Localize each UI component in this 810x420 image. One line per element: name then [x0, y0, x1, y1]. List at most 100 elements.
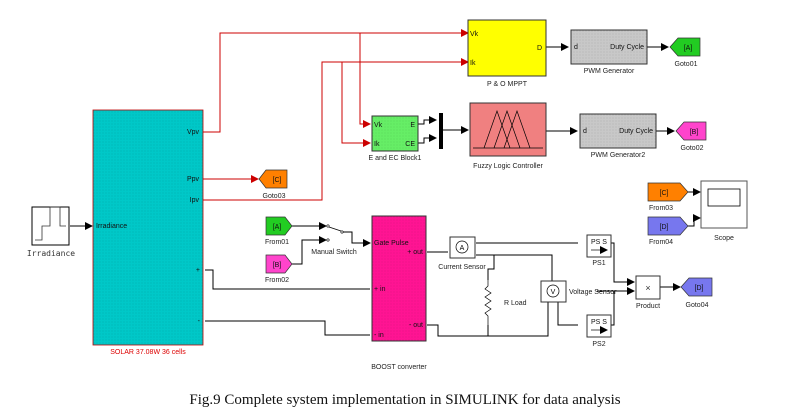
- goto01-block[interactable]: [A] Goto01: [669, 37, 701, 68]
- wire-ipv-mppt[interactable]: [203, 58, 469, 201]
- solar-label: SOLAR 37.08W 36 cells: [110, 349, 186, 356]
- ps1-label: PS1: [592, 260, 605, 267]
- boost-port-gate: Gate Pulse: [374, 240, 409, 247]
- switch-lever-icon: [328, 226, 342, 232]
- scope-screen-icon: [707, 188, 741, 207]
- ps2-block[interactable]: PS S PS2: [586, 314, 612, 348]
- voltage-sensor-block[interactable]: V Voltage Sensor: [540, 280, 617, 303]
- boost-port-plus-in: + in: [374, 286, 386, 293]
- wire-vs-ps2[interactable]: [557, 300, 578, 326]
- wire-ps1-product[interactable]: [611, 242, 635, 286]
- ps2-label: PS2: [592, 341, 605, 348]
- eec-port-vk: Vk: [374, 122, 383, 129]
- wire-vpv-eec[interactable]: [359, 33, 371, 128]
- current-sensor-block[interactable]: A Current Sensor: [438, 236, 486, 271]
- goto01-label: Goto01: [675, 61, 698, 68]
- pwm2-port-d: d: [583, 128, 587, 135]
- product-block[interactable]: × Product: [635, 275, 661, 310]
- wire-switch-boost[interactable]: [343, 231, 371, 247]
- scope-label: Scope: [714, 235, 734, 242]
- mppt-port-ik: Ik: [470, 60, 476, 67]
- pwm-generator-block[interactable]: d Duty Cycle PWM Generator: [570, 29, 648, 75]
- wire-ps2-product[interactable]: [611, 291, 615, 326]
- mppt-label: P & O MPPT: [487, 81, 528, 88]
- pwm-generator2-block[interactable]: d Duty Cycle PWM Generator2: [579, 113, 657, 159]
- voltage-sensor-label: Voltage Sensor: [569, 289, 617, 296]
- solar-block[interactable]: Irradiance Vpv Ppv Ipv + - SOLAR 37.08W …: [92, 109, 204, 356]
- ps2-text: PS S: [591, 319, 607, 326]
- current-sensor-label: Current Sensor: [438, 264, 486, 271]
- pwm2-port-duty: Duty Cycle: [619, 128, 653, 135]
- from02-block[interactable]: [B] From02: [265, 254, 293, 284]
- step-signal-icon: [35, 206, 66, 241]
- membership-functions-icon: [473, 109, 543, 149]
- figure-caption: Fig.9 Complete system implementation in …: [189, 392, 621, 408]
- goto02-block[interactable]: [B] Goto02: [675, 121, 707, 152]
- scope-block[interactable]: Scope: [700, 180, 748, 242]
- wire-from02-switch[interactable]: [292, 236, 327, 265]
- ammeter-icon: A: [460, 245, 465, 252]
- mppt-block[interactable]: Vk Ik D P & O MPPT: [467, 19, 547, 88]
- boost-port-minus-in: - in: [374, 332, 384, 339]
- pwm1-port-duty: Duty Cycle: [610, 44, 644, 51]
- wire-solar-minus-boost[interactable]: [205, 320, 370, 336]
- ps1-text: PS S: [591, 239, 607, 246]
- wire-ipv-eec[interactable]: [341, 62, 371, 147]
- boost-converter-block[interactable]: Gate Pulse + in - in + out - out BOOST c…: [371, 215, 427, 371]
- wire-vpv-mppt[interactable]: [203, 29, 469, 133]
- boost-port-minus-out: - out: [409, 322, 423, 329]
- fuzzy-label: Fuzzy Logic Controller: [473, 163, 543, 170]
- irradiance-label: Irradiance: [27, 249, 75, 258]
- signal-wires: [203, 29, 469, 201]
- from04-block[interactable]: [D] From04: [647, 216, 689, 246]
- solar-port-irradiance: Irradiance: [96, 223, 127, 230]
- manual-switch-block[interactable]: Manual Switch: [311, 224, 357, 256]
- goto04-block[interactable]: [D] Goto04: [680, 277, 713, 309]
- goto03-label: Goto03: [263, 193, 286, 200]
- goto04-label: Goto04: [686, 302, 709, 309]
- boost-label: BOOST converter: [371, 364, 427, 371]
- from01-tag: [A]: [273, 224, 282, 231]
- eec-port-e: E: [410, 122, 415, 129]
- wire-eec-e-mux[interactable]: [418, 116, 437, 125]
- resistor-icon: [484, 280, 492, 325]
- solar-port-ipv: Ipv: [190, 197, 200, 204]
- from04-label: From04: [649, 239, 673, 246]
- wire-current-rload[interactable]: [487, 255, 495, 280]
- wire-from04-scope[interactable]: [688, 214, 701, 227]
- mux-block[interactable]: [439, 113, 443, 149]
- from02-label: From02: [265, 277, 289, 284]
- solar-port-ppv: Ppv: [187, 176, 200, 183]
- wire-eec-ce-mux[interactable]: [418, 134, 437, 144]
- eec-port-ce: CE: [405, 141, 415, 148]
- e-and-ec-block[interactable]: Vk Ik E CE E and EC Block1: [369, 115, 422, 162]
- pwm2-label: PWM Generator2: [591, 152, 646, 159]
- fuzzy-logic-controller-block[interactable]: Fuzzy Logic Controller: [469, 102, 547, 170]
- wire-solar-plus-boost[interactable]: [205, 269, 370, 290]
- goto04-tag: [D]: [695, 285, 704, 292]
- switch-label: Manual Switch: [311, 249, 357, 256]
- goto03-block[interactable]: [C] Goto03: [258, 169, 288, 200]
- wire-current-node[interactable]: [476, 254, 553, 283]
- boost-port-plus-out: + out: [407, 249, 423, 256]
- solar-port-plus: +: [196, 267, 200, 274]
- goto02-label: Goto02: [681, 145, 704, 152]
- black-wires: [70, 43, 701, 337]
- rload-label: R Load: [504, 300, 527, 307]
- solar-port-minus: -: [198, 318, 201, 325]
- pwm1-label: PWM Generator: [584, 68, 635, 75]
- multiply-icon: ×: [645, 283, 650, 293]
- eec-port-ik: Ik: [374, 141, 380, 148]
- from02-tag: [B]: [273, 262, 282, 269]
- irradiance-block[interactable]: Irradiance: [27, 206, 75, 258]
- goto01-tag: [A]: [684, 45, 693, 52]
- from03-label: From03: [649, 205, 673, 212]
- product-label: Product: [636, 303, 660, 310]
- from03-block[interactable]: [C] From03: [647, 182, 689, 212]
- from01-block[interactable]: [A] From01: [265, 216, 293, 246]
- wire-boost-minusout[interactable]: [427, 300, 549, 337]
- r-load-block[interactable]: R Load: [484, 280, 527, 325]
- goto03-tag: [C]: [273, 177, 282, 184]
- ps1-block[interactable]: PS S PS1: [586, 234, 612, 267]
